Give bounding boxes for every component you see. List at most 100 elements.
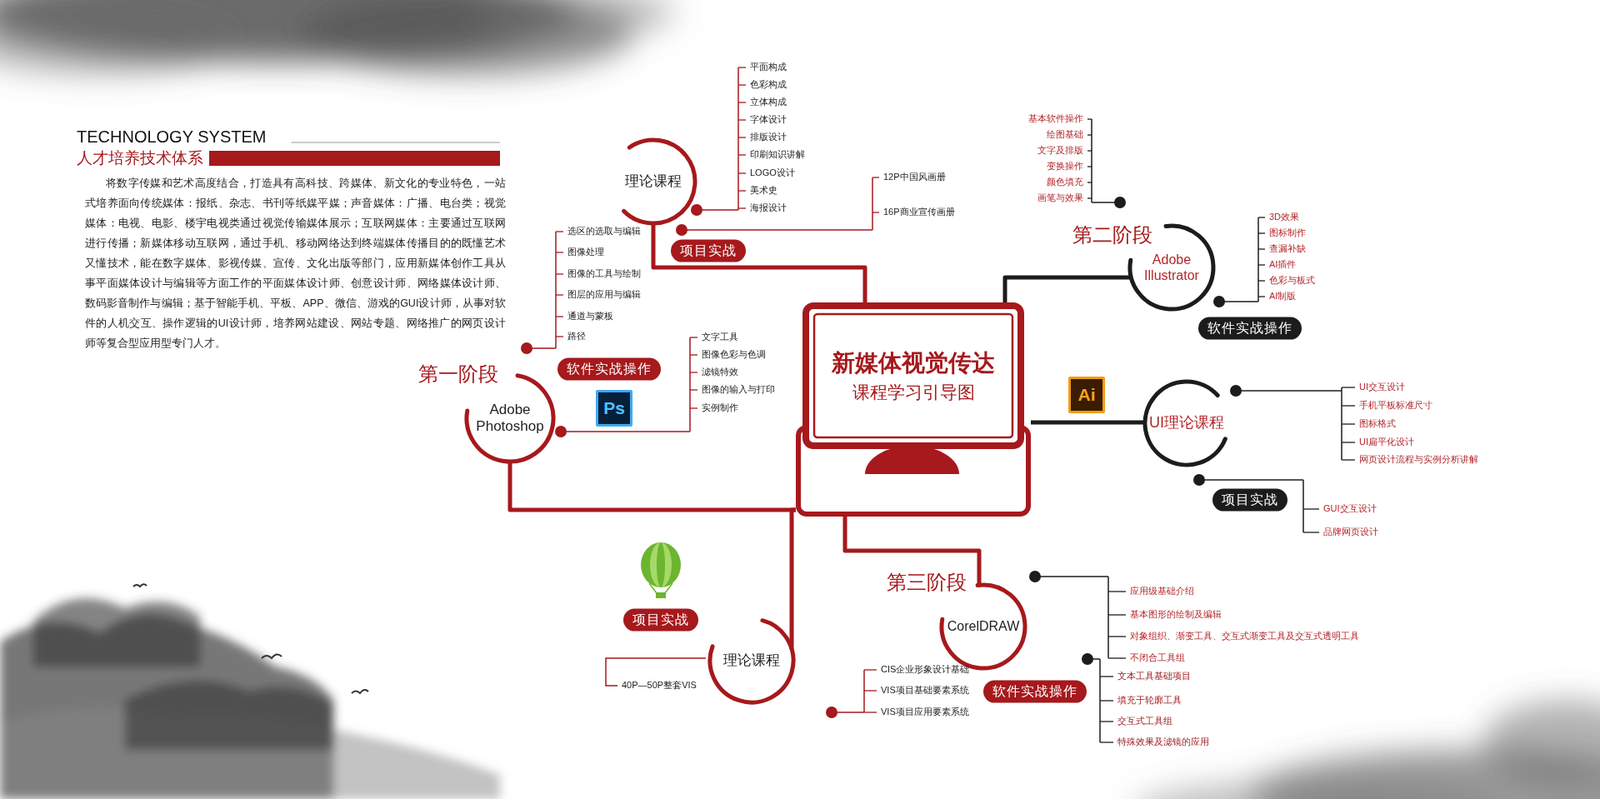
list-dot bbox=[1230, 385, 1242, 397]
list-dot bbox=[1114, 196, 1126, 209]
list-dot bbox=[675, 224, 688, 236]
ink-mountain bbox=[125, 680, 334, 750]
list-stem bbox=[1199, 479, 1304, 481]
list-bracket bbox=[871, 177, 874, 230]
list-tick bbox=[1258, 295, 1265, 297]
list-tick bbox=[1108, 590, 1126, 592]
list-item: CIS企业形象设计基础 bbox=[880, 664, 970, 676]
action-label: 项目实战 bbox=[1221, 491, 1279, 510]
list-item: 品牌网页设计 bbox=[1323, 526, 1379, 539]
list-item: 美术史 bbox=[750, 185, 778, 197]
list-dot bbox=[1081, 653, 1094, 665]
ring-arc bbox=[466, 375, 554, 462]
connector bbox=[791, 510, 796, 650]
list-item: 网页设计流程与实例分析讲解 bbox=[1359, 454, 1479, 466]
list-item: VIS项目应用要素系统 bbox=[880, 706, 970, 719]
monitor-screen-inner bbox=[814, 314, 1013, 438]
list-dot bbox=[825, 706, 838, 719]
balloon-icon bbox=[640, 542, 681, 599]
list-item: 应用级基础介绍 bbox=[1130, 585, 1195, 598]
action-pill: 项目实战 bbox=[623, 609, 699, 632]
list-tick bbox=[738, 172, 746, 174]
balloon-basket bbox=[655, 592, 666, 599]
list-tick bbox=[738, 190, 746, 191]
list-tick bbox=[872, 211, 880, 213]
list-item: 填充于轮廓工具 bbox=[1117, 695, 1182, 707]
ring-arc bbox=[1145, 381, 1225, 465]
list-item: 基本软件操作 bbox=[1028, 113, 1084, 125]
list-tick bbox=[738, 136, 746, 138]
list-bracket bbox=[1099, 659, 1101, 743]
birds bbox=[133, 584, 369, 694]
ink-mist bbox=[1483, 700, 1600, 784]
list-item: 路径 bbox=[567, 330, 586, 343]
action-pill: 软件实战操作 bbox=[557, 358, 661, 381]
list-item: 手机平板标准尺寸 bbox=[1359, 400, 1433, 412]
course-name: 理论课程 bbox=[625, 173, 682, 190]
list-tick bbox=[738, 154, 746, 155]
list-item: 特殊效果及滤镜的应用 bbox=[1117, 736, 1210, 749]
list-dot bbox=[1213, 295, 1225, 308]
action-label: 项目实战 bbox=[632, 611, 690, 630]
list-tick bbox=[738, 101, 746, 103]
list-item: UI交互设计 bbox=[1359, 381, 1405, 394]
illustrator-icon: Ai bbox=[1068, 376, 1105, 414]
list-item: 选区的选取与编辑 bbox=[567, 225, 641, 238]
list-tick bbox=[555, 335, 564, 337]
list-stem bbox=[681, 229, 873, 231]
balloon-ropes bbox=[649, 583, 673, 594]
list-item: 图像色彩与色调 bbox=[701, 349, 766, 361]
course-name: 理论课程 bbox=[723, 652, 780, 670]
list-item: 图层的应用与编辑 bbox=[567, 289, 641, 301]
list-tick bbox=[1341, 423, 1355, 425]
bird bbox=[133, 584, 147, 587]
list-tick bbox=[738, 207, 746, 209]
list-dot bbox=[555, 425, 567, 438]
balloon-stripe bbox=[650, 542, 672, 588]
intro-paragraph: 将数字传媒和艺术高度结合，打造具有高科技、跨媒体、新文化的专业特色，一站式培养面… bbox=[85, 173, 506, 354]
list-stem bbox=[1219, 300, 1259, 303]
action-pill: 软件实战操作 bbox=[1198, 317, 1302, 340]
list-item: 色彩构成 bbox=[750, 79, 787, 91]
list-tick bbox=[864, 669, 877, 670]
list-tick bbox=[1258, 264, 1265, 265]
section-heading-en: TECHNOLOGY SYSTEM bbox=[76, 126, 266, 148]
list-item: 通道与蒙板 bbox=[567, 310, 614, 323]
list-tick bbox=[690, 354, 698, 355]
list-tick bbox=[1341, 441, 1355, 443]
list-tick bbox=[872, 176, 880, 178]
list-item: 图像处理 bbox=[567, 246, 605, 259]
ring-arc bbox=[941, 585, 1025, 669]
list-tick bbox=[555, 230, 564, 232]
list-tick bbox=[555, 251, 564, 253]
diagram-main-title: 新媒体视觉传达 bbox=[831, 349, 995, 378]
ink-mist bbox=[1133, 779, 1500, 799]
bird bbox=[351, 690, 369, 694]
list-item: 交互式工具组 bbox=[1117, 715, 1173, 728]
list-tick bbox=[690, 371, 698, 373]
monitor-outline bbox=[795, 302, 1031, 517]
list-item: 绘图基础 bbox=[1046, 129, 1084, 141]
list-item: 图像的输入与打印 bbox=[701, 384, 775, 396]
list-tick bbox=[1100, 700, 1114, 701]
list-dot bbox=[690, 204, 703, 216]
course-circle: 理论课程 bbox=[707, 616, 796, 705]
course-circle: UI理论课程 bbox=[1142, 379, 1231, 468]
connector bbox=[1005, 277, 1132, 303]
monitor-stand bbox=[865, 445, 960, 475]
section-heading-cn: 人才培养技术体系 bbox=[76, 148, 204, 169]
course-name: UI理论课程 bbox=[1149, 414, 1225, 433]
list-item: GUI交互设计 bbox=[1323, 503, 1377, 515]
list-tick bbox=[1303, 508, 1320, 510]
list-item: 文字工具 bbox=[701, 331, 739, 344]
list-item: 基本图形的绘制及编辑 bbox=[1130, 609, 1222, 621]
list-item: AI插件 bbox=[1269, 259, 1296, 271]
action-label: 软件实战操作 bbox=[566, 360, 652, 379]
action-pill: 项目实战 bbox=[1212, 489, 1288, 512]
ink-cloud bbox=[475, 0, 675, 40]
list-bracket bbox=[737, 67, 740, 210]
ring-arc bbox=[624, 140, 695, 224]
ink-mist-bottom-right bbox=[1133, 700, 1600, 799]
ink-cloud-top bbox=[0, 0, 675, 75]
